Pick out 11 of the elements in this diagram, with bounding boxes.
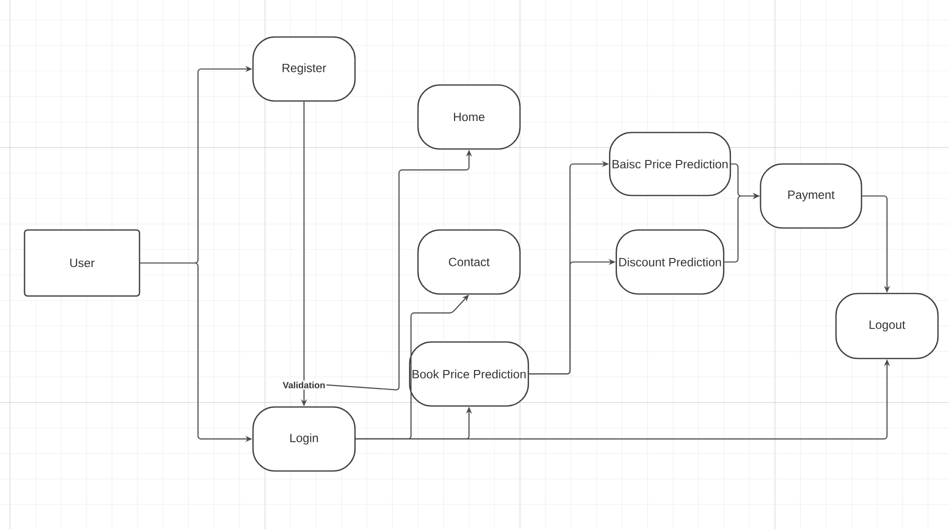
process-box: Register (252, 36, 356, 102)
process-box: Login (252, 406, 356, 472)
actor-box: User (24, 229, 140, 297)
process-box: Book Price Prediction (409, 341, 530, 407)
process-box: Logout (835, 292, 939, 360)
process-box: Discount Prediction (616, 229, 724, 295)
validation-label: Validation (282, 380, 326, 390)
process-box: Home (417, 84, 521, 150)
process-box: Contact (417, 229, 521, 295)
process-box: Baisc Price Prediction (609, 132, 731, 196)
process-box: Payment (760, 163, 862, 229)
